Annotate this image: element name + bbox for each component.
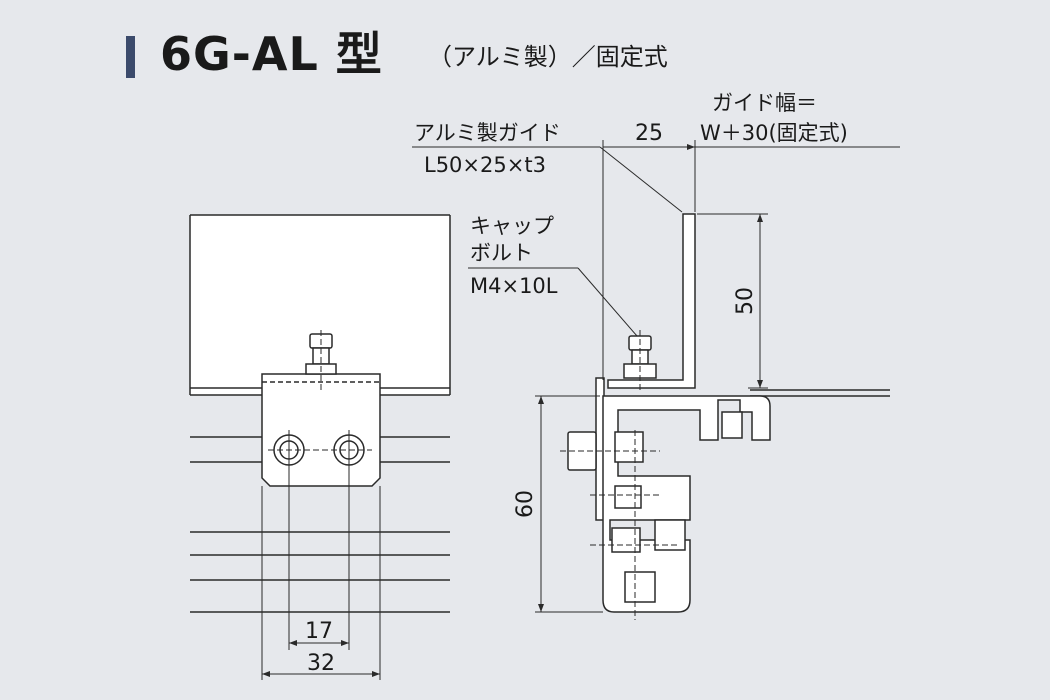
label-guide-width-1: ガイド幅＝ xyxy=(712,91,817,115)
dim-top-width: 25 xyxy=(635,121,663,146)
label-guide-name: アルミ製ガイド xyxy=(414,121,561,145)
frame-profile xyxy=(602,395,771,613)
label-guide-size: L50×25×t3 xyxy=(424,153,546,177)
aluminum-l-guide xyxy=(607,213,696,389)
page-title: 6G-AL 型 xyxy=(160,27,383,81)
dim-bolt-pitch: 17 xyxy=(305,619,333,644)
dim-bracket-width: 32 xyxy=(307,651,335,676)
label-bolt-size: M4×10L xyxy=(470,274,558,298)
dim-frame-height: 60 xyxy=(513,490,538,518)
dim-guide-height: 50 xyxy=(733,287,758,315)
title-accent-bar xyxy=(126,36,135,78)
label-bolt-line2: ボルト xyxy=(470,241,533,265)
front-view xyxy=(189,214,451,680)
page-subtitle: （アルミ製）／固定式 xyxy=(428,43,668,71)
label-bolt-line1: キャップ xyxy=(470,214,554,238)
side-view xyxy=(412,140,900,620)
guide-bracket xyxy=(261,373,381,487)
label-guide-width-2: W＋30(固定式) xyxy=(700,121,848,145)
